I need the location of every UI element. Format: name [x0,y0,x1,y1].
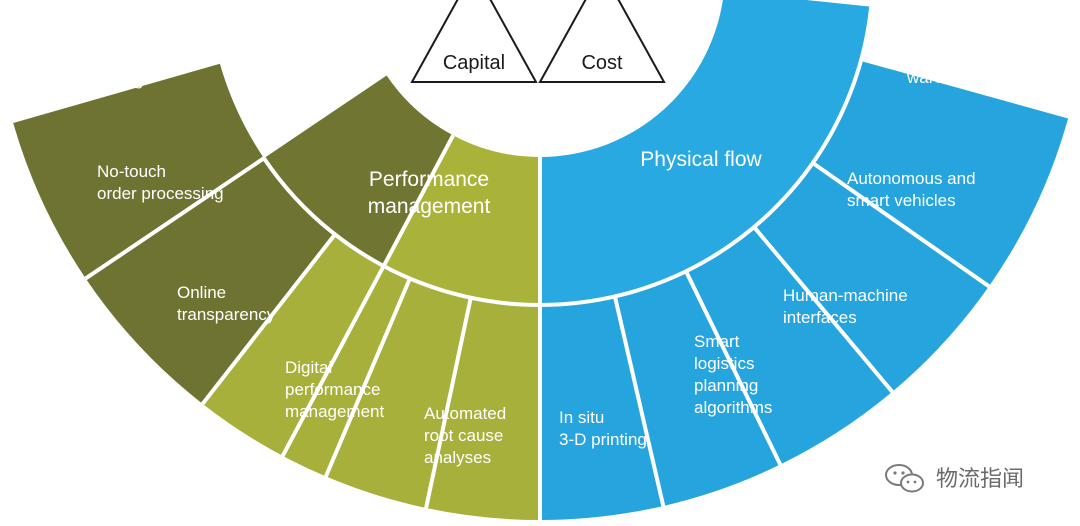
segment-label-real-time-replanning: Real-time replanning [64,48,143,89]
segment-label-in-situ-3d-printing: In situ 3-D printing [559,408,647,449]
segment-label-no-touch-order-processing: No-touch order processing [97,162,224,203]
watermark-text: 物流指闻 [936,467,1024,492]
segment-label-smart-logistics-planning-algorithms-line: logistics [694,354,754,373]
segment-label-real-time-replanning-line: Real-time [64,48,137,67]
segment-label-automated-root-cause-analyses-line: analyses [424,448,491,467]
category-label-order-line: management [249,36,372,59]
segment-label-smart-logistics-planning-algorithms-line: planning [694,376,758,395]
segment-label-in-situ-3d-printing-line: 3-D printing [559,430,647,449]
divider-layer [84,6,991,520]
category-label-physical: Physical flow [640,148,762,171]
segment-label-automated-root-cause-analyses: Automated root cause analyses [424,404,506,467]
segment-label-automated-root-cause-analyses-line: Automated [424,404,506,423]
segment-label-human-machine-interfaces: Human-machine interfaces [783,286,908,327]
segment-label-online-transparency-line: transparency [177,305,276,324]
inner-wedge-physical [540,0,872,305]
segment-divider-line [612,296,666,507]
outer-wedge-automation-of-warehousing [812,60,1069,287]
segment-divider-line [84,156,266,281]
category-label-order: Order management [249,10,372,59]
segment-divider-line [811,161,991,288]
segment-label-smart-logistics-planning-algorithms: Smart logistics planning algorithms [694,332,772,417]
category-label-performance-line: Performance [369,168,489,191]
center-triangles: Capital Cost [410,0,666,83]
segment-label-digital-performance-management-line: Digital [285,358,332,377]
outer-wedge-no-touch-order-processing [85,158,335,404]
outer-wedge-real-time-replanning [13,63,264,279]
capital-triangle [410,0,538,83]
segment-label-human-machine-interfaces-line: Human-machine [783,286,908,305]
outer-wedge-human-machine-interfaces [685,227,893,465]
category-label-performance-line: management [368,195,491,218]
segment-label-online-transparency-line: Online [177,283,226,302]
segment-label-autonomous-and-smart-vehicles-line: Autonomous and [847,169,976,188]
wechat-icon [885,464,924,493]
segment-divider-line [424,297,473,509]
segment-label-real-time-replanning-line: replanning [64,70,143,89]
segment-label-human-machine-interfaces-line: interfaces [783,308,857,327]
segment-label-digital-performance-management-line: performance [285,380,380,399]
cost-label: Cost [581,52,623,74]
segment-label-smart-logistics-planning-algorithms-line: algorithms [694,398,772,417]
outer-wedge-smart-logistics-planning-algorithms [614,271,781,506]
segment-label-no-touch-order-processing-line: No-touch [97,162,166,181]
segment-label-smart-logistics-planning-algorithms-line: Smart [694,332,740,351]
capital-label: Capital [443,52,505,74]
segment-divider-line [684,270,783,466]
outer-wedge-in-situ-3d-printing [540,296,664,520]
segment-label-digital-performance-management-line: management [285,402,385,421]
category-label-order-line: Order [249,10,303,33]
outer-wedge-autonomous-and-smart-vehicles [754,163,989,392]
outer-wedge-automated-root-cause-analyses [426,297,540,520]
inner-wedge-order [263,75,454,267]
wedge-layer [13,0,1069,520]
segment-label-automation-of-warehousing-line: warehousing [906,68,1003,87]
segment-label-online-transparency: Online transparency [177,283,276,324]
segment-label-automation-of-warehousing-line: Automation of [907,46,1012,65]
group-divider-line [280,134,455,457]
segment-divider-line [324,277,412,478]
category-label-performance: Performance management [368,168,491,218]
inner-wedge-performance [383,135,540,305]
segment-divider-line [201,233,337,406]
segment-label-no-touch-order-processing-line: order processing [97,184,224,203]
watermark: 物流指闻 [885,464,1024,493]
ring-divider-arc [262,6,874,307]
outer-wedge-digital-performance-management [325,278,471,509]
segment-label-in-situ-3d-printing-line: In situ [559,408,604,427]
segment-label-automation-of-warehousing: Automation of warehousing [906,46,1012,87]
outer-wedge-online-transparency [202,234,410,477]
segment-divider-line [752,225,894,394]
segment-label-automated-root-cause-analyses-line: root cause [424,426,503,445]
segment-label-autonomous-and-smart-vehicles: Autonomous and smart vehicles [847,169,976,210]
segment-label-autonomous-and-smart-vehicles-line: smart vehicles [847,191,956,210]
cost-triangle [538,0,666,83]
segment-label-digital-performance-management: Digital performance management [285,358,385,421]
category-label-physical-line: Physical flow [640,148,762,171]
